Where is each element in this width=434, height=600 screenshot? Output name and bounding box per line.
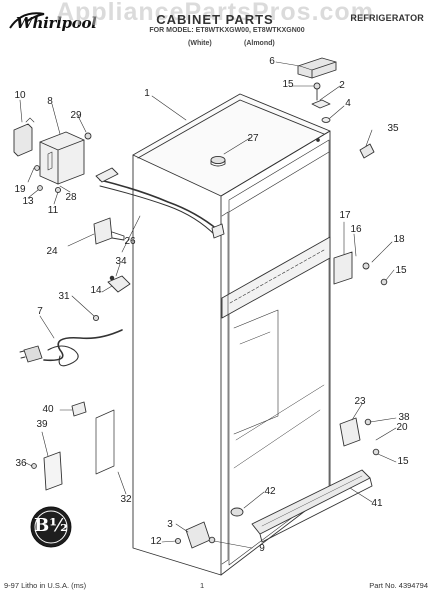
callout-15-bottom: 15 [397,456,409,467]
callout-13: 13 [22,196,34,207]
callout-2: 2 [339,80,345,91]
callout-18: 18 [393,234,405,245]
callout-39: 39 [36,419,48,430]
callout-11: 11 [47,205,59,216]
variant-white: (White) [188,40,212,47]
door-stop-bracket [333,251,388,286]
footer-part-number: Part No. 4394794 [369,581,428,590]
clamp-screw [109,275,115,281]
callout-7: 7 [37,306,43,317]
callout-27: 27 [247,133,259,144]
callout-6: 6 [269,56,275,67]
callout-20: 20 [396,422,408,433]
callout-35: 35 [387,123,399,134]
footer-litho: 9-97 Litho in U.S.A. (ms) [4,581,87,590]
access-cover [43,451,63,491]
callout-34: 34 [115,256,127,267]
callout-31: 31 [58,291,70,302]
header: Whirlpool AppliancePartsPros.com CABINET… [0,0,434,60]
callout-9: 9 [259,543,265,554]
relay-assembly [13,117,92,194]
roller [230,507,244,517]
callout-24: 24 [46,246,58,257]
callout-23: 23 [354,396,366,407]
callout-15-top: 15 [282,79,294,90]
watermark: AppliancePartsPros.com [56,0,374,26]
callout-14: 14 [90,285,102,296]
callout-29: 29 [70,110,82,121]
wire-harness [95,167,225,239]
callout-8: 8 [47,96,53,107]
side-panel-cutout [95,409,115,475]
callout-28: 28 [65,192,77,203]
footer-page-number: 1 [200,581,205,590]
toe-grille [251,469,373,543]
cord-clamp [107,275,131,293]
callout-32: 32 [120,494,132,505]
category-label: REFRIGERATOR [350,13,424,23]
drain-bracket-arm [111,231,125,241]
hinge-hardware [311,82,331,142]
variant-almond: (Almond) [244,40,275,47]
top-plug-side [210,159,226,167]
badge: B½ [30,506,72,548]
callout-42: 42 [264,486,276,497]
callout-19: 19 [14,184,26,195]
callout-12: 12 [150,536,162,547]
brand-name: Whirlpool [16,14,97,32]
callout-17: 17 [339,210,351,221]
callout-16: 16 [350,224,362,235]
leader-lines [19,61,397,549]
callout-36: 36 [15,458,27,469]
callout-26: 26 [124,236,136,247]
leveling-bracket [174,521,216,549]
badge-label: B½ [34,515,68,536]
badge-graphic [30,506,72,548]
callout-40: 40 [42,404,54,415]
callout-3: 3 [167,519,173,530]
callout-15-mid: 15 [395,265,407,276]
callout-10: 10 [14,90,26,101]
bottom-hinge [339,417,380,456]
page-title: CABINET PARTS [156,12,274,27]
top-plug [210,155,226,165]
model-list: FOR MODEL: ET8WTKXGW00, ET8WTKXGN00 [149,27,305,34]
brand-logo: Whirlpool [4,8,97,34]
access-screw [31,463,37,469]
hinge-cap [359,143,375,159]
callout-1: 1 [144,88,150,99]
kick-bracket [71,401,87,417]
power-cord [19,314,123,367]
cabinet [132,93,331,576]
callout-4: 4 [345,98,351,109]
callout-41: 41 [371,498,383,509]
drain-bracket [93,217,113,245]
brand-logo-swoosh [9,12,45,29]
top-hinge [297,57,337,79]
callout-38: 38 [398,412,410,423]
